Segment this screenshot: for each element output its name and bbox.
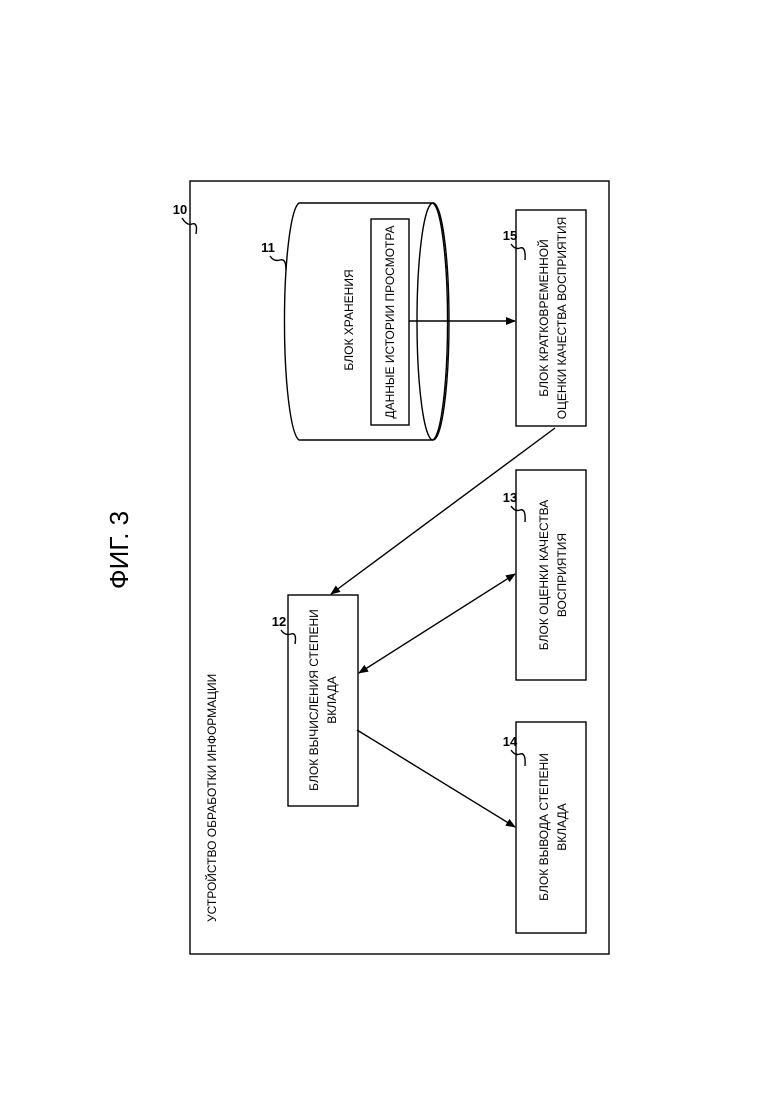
output-number: 14 (503, 734, 518, 749)
eval-block (516, 470, 586, 680)
output-line2: ВКЛАДА (555, 803, 569, 850)
short-eval-line2: ОЦЕНКИ КАЧЕСТВА ВОСПРИЯТИЯ (555, 217, 569, 420)
eval-line1: БЛОК ОЦЕНКИ КАЧЕСТВА (537, 500, 551, 651)
short-eval-line1: БЛОК КРАТКОВРЕМЕННОЙ (536, 239, 551, 397)
eval-line2: ВОСПРИЯТИЯ (555, 533, 569, 617)
storage-label: БЛОК ХРАНЕНИЯ (342, 269, 356, 370)
storage-number: 11 (261, 240, 275, 255)
calc-block (288, 595, 358, 806)
short-eval-block (516, 210, 586, 426)
output-line1: БЛОК ВЫВОДА СТЕПЕНИ (537, 753, 551, 901)
device-number: 10 (173, 202, 187, 217)
calc-number: 12 (272, 614, 286, 629)
calc-line2: ВКЛАДА (325, 676, 339, 723)
device-label: УСТРОЙСТВО ОБРАБОТКИ ИНФОРМАЦИИ (204, 674, 219, 922)
output-block (516, 722, 586, 933)
history-data-label: ДАННЫЕ ИСТОРИИ ПРОСМОТРА (383, 225, 397, 418)
figure-title: ФИГ. 3 (104, 511, 134, 589)
short-eval-number: 15 (503, 228, 517, 243)
calc-line1: БЛОК ВЫЧИСЛЕНИЯ СТЕПЕНИ (307, 609, 321, 791)
eval-number: 13 (503, 490, 517, 505)
